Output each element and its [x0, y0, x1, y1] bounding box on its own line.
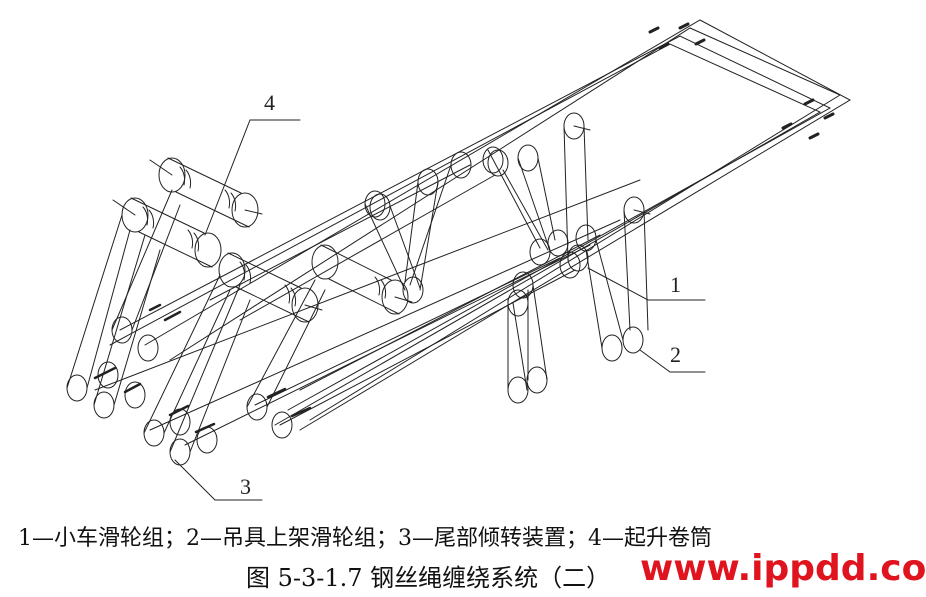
hoisting-drum-1 — [149, 157, 263, 228]
trolley-sheave-group — [364, 112, 706, 331]
spreader-sheave-group — [507, 239, 706, 404]
rope-lines — [94, 19, 852, 446]
diagram-canvas: 4 1 2 3 — [66, 19, 852, 501]
callout-1-label: 1 — [670, 272, 681, 297]
rope-couplings — [648, 22, 835, 140]
callout-4-label: 4 — [264, 90, 275, 115]
figure-caption: 图 5-3-1.7 钢丝绳缠绕系统（二） — [246, 564, 611, 592]
watermark: www.ippdd.com — [640, 548, 926, 589]
callout-3-label: 3 — [240, 474, 251, 499]
tail-tilting-device — [66, 189, 326, 501]
hoisting-drum-4 — [311, 244, 413, 315]
callout-2-leader — [639, 349, 706, 373]
callout-2-label: 2 — [670, 342, 681, 367]
callout-3-leader — [174, 459, 263, 501]
legend-text: 1—小车滑轮组；2—吊具上架滑轮组；3—尾部倾转装置；4—起升卷筒 — [18, 526, 712, 551]
hoisting-drum-3 — [218, 252, 323, 323]
callout-1-leader — [587, 267, 706, 301]
callout-4-leader — [204, 119, 301, 236]
